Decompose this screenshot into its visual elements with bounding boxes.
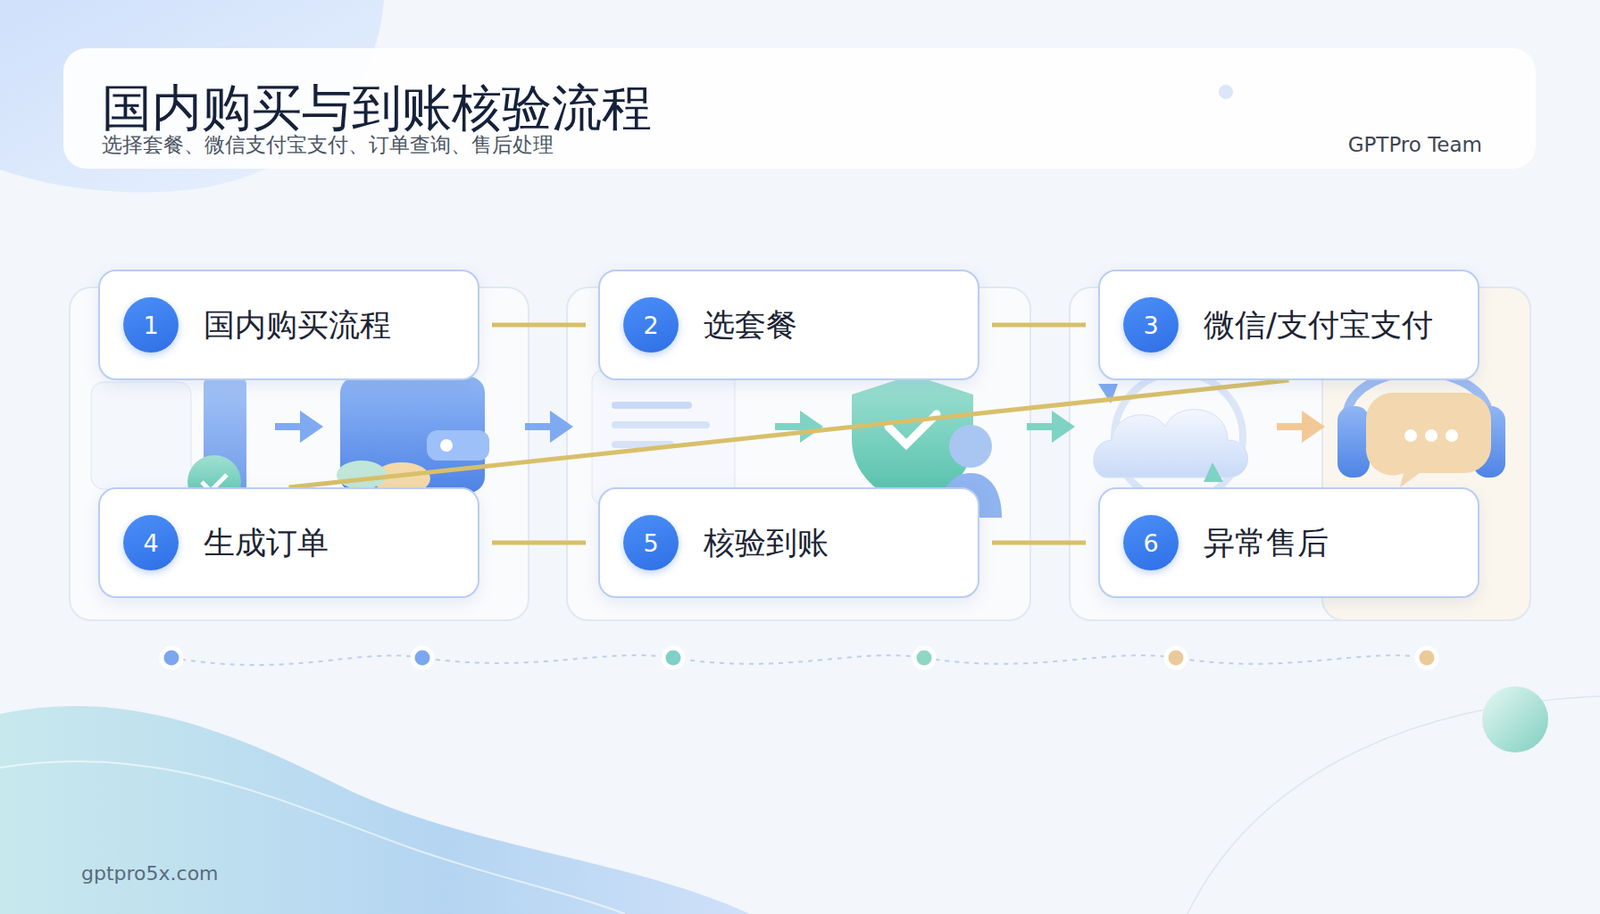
callout-number: 4 xyxy=(123,515,179,571)
timeline-dot xyxy=(663,648,684,668)
icon-headset xyxy=(1337,373,1506,489)
page-caption: 选择套餐、微信支付宝支付、订单查询、售后处理 xyxy=(101,133,554,159)
timeline-dot xyxy=(412,648,433,668)
chat-dot xyxy=(1404,429,1417,442)
step-box: 5 核验到账 xyxy=(598,487,980,599)
cloud-shape xyxy=(1093,409,1249,478)
chat-bubble xyxy=(1366,392,1492,488)
teal-ball xyxy=(1482,686,1549,753)
sync-arrow xyxy=(1203,462,1224,483)
step-label: 选套餐 xyxy=(703,306,798,344)
step-label: 生成订单 xyxy=(203,524,329,562)
doc-line xyxy=(611,421,710,429)
step-label: 核验到账 xyxy=(703,524,829,562)
chat-dot xyxy=(1425,429,1438,442)
step-box: 1 国内购买流程 xyxy=(98,269,480,381)
timeline-dot xyxy=(914,648,934,668)
connector-line xyxy=(289,380,1290,488)
flow-arrow xyxy=(1276,410,1325,443)
timeline-dot xyxy=(1166,648,1186,668)
callout-number: 5 xyxy=(623,515,679,571)
header-card xyxy=(63,48,1536,169)
flow-arrow xyxy=(275,410,324,443)
step-box: 2 选套餐 xyxy=(598,269,980,381)
bottom-wave xyxy=(0,761,625,914)
doc-shape xyxy=(591,370,735,505)
icon-wallet xyxy=(336,376,490,495)
callout-number: 6 xyxy=(1123,515,1179,571)
header-dot xyxy=(1218,84,1234,100)
step-label: 异常售后 xyxy=(1203,524,1329,562)
flow-arrow xyxy=(775,410,824,443)
step-label: 国内购买流程 xyxy=(203,306,392,344)
step-box: 3 微信/支付宝支付 xyxy=(1098,269,1480,381)
connector-line xyxy=(491,323,586,328)
icon-document xyxy=(591,370,735,505)
coin xyxy=(336,460,387,490)
earcup xyxy=(1337,406,1370,478)
wallet-clasp xyxy=(426,430,490,461)
doc-line xyxy=(611,401,692,409)
timeline-dots xyxy=(161,648,1437,668)
timeline-dot xyxy=(1416,648,1437,668)
timeline xyxy=(171,655,1427,666)
connector-line xyxy=(491,541,586,546)
page-title: 国内购买与到账核验流程 xyxy=(101,80,652,136)
person-head xyxy=(949,425,992,468)
step-box: 6 异常售后 xyxy=(1098,487,1480,599)
callout-number: 3 xyxy=(1123,297,1179,353)
flow-arrow xyxy=(525,410,574,443)
bottom-blob xyxy=(0,706,750,914)
callout-number: 2 xyxy=(623,297,679,353)
step-box: 4 生成订单 xyxy=(98,487,480,599)
chat-dot xyxy=(1445,429,1459,442)
connector-line xyxy=(991,323,1086,328)
watermark: gptpro5x.com xyxy=(81,862,219,886)
flow-arrow xyxy=(1026,410,1075,443)
team-label: GPTPro Team xyxy=(1348,133,1483,159)
clasp-dot xyxy=(440,439,453,452)
callout-number: 1 xyxy=(123,297,179,353)
step-label: 微信/支付宝支付 xyxy=(1203,306,1434,344)
connector-line xyxy=(991,541,1086,546)
card-shape xyxy=(91,382,192,490)
timeline-dot xyxy=(161,648,182,668)
